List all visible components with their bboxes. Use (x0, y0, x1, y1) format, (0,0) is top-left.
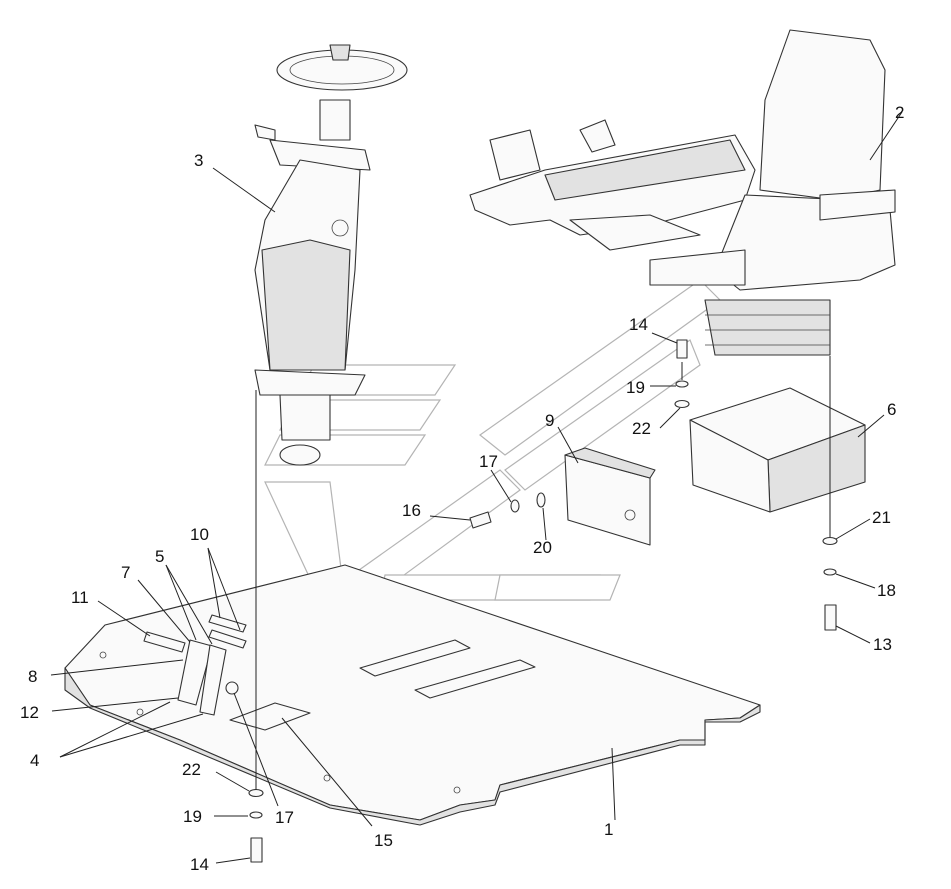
callout-22-top: 22 (632, 419, 651, 438)
watermark-logo (264, 279, 721, 601)
callout-2: 2 (895, 103, 904, 122)
callout-6: 6 (887, 400, 896, 419)
callout-13: 13 (873, 635, 892, 654)
callout-22-bottom: 22 (182, 760, 201, 779)
callout-labels: 1 2 3 4 5 6 7 8 9 10 11 12 13 14 14 15 1… (20, 103, 904, 874)
callout-17-mid: 17 (479, 452, 498, 471)
pedal-assembly (143, 614, 247, 716)
callout-20: 20 (533, 538, 552, 557)
callout-4: 4 (30, 751, 39, 770)
callout-1: 1 (604, 820, 613, 839)
callout-5: 5 (155, 547, 164, 566)
side-cover (564, 447, 656, 546)
callout-11: 11 (71, 588, 89, 607)
callout-8: 8 (28, 667, 37, 686)
leader-lines (50, 111, 903, 864)
callout-16: 16 (402, 501, 421, 520)
control-console (469, 119, 756, 251)
callout-21: 21 (872, 508, 891, 527)
fasteners (248, 339, 838, 863)
callout-12: 12 (20, 703, 39, 722)
callout-3: 3 (194, 151, 203, 170)
seat-base-box (689, 387, 866, 513)
callout-17-low: 17 (275, 808, 294, 827)
callout-18: 18 (877, 581, 896, 600)
floor-plate (64, 564, 761, 826)
callout-7: 7 (121, 563, 130, 582)
callout-10: 10 (190, 525, 209, 544)
callout-19-bottom: 19 (183, 807, 202, 826)
callout-15: 15 (374, 831, 393, 850)
callout-14-top: 14 (629, 315, 648, 334)
callout-9: 9 (545, 411, 554, 430)
callout-14-bottom: 14 (190, 855, 209, 874)
steering-column (254, 44, 408, 466)
operator-seat (649, 29, 896, 356)
callout-19-top: 19 (626, 378, 645, 397)
